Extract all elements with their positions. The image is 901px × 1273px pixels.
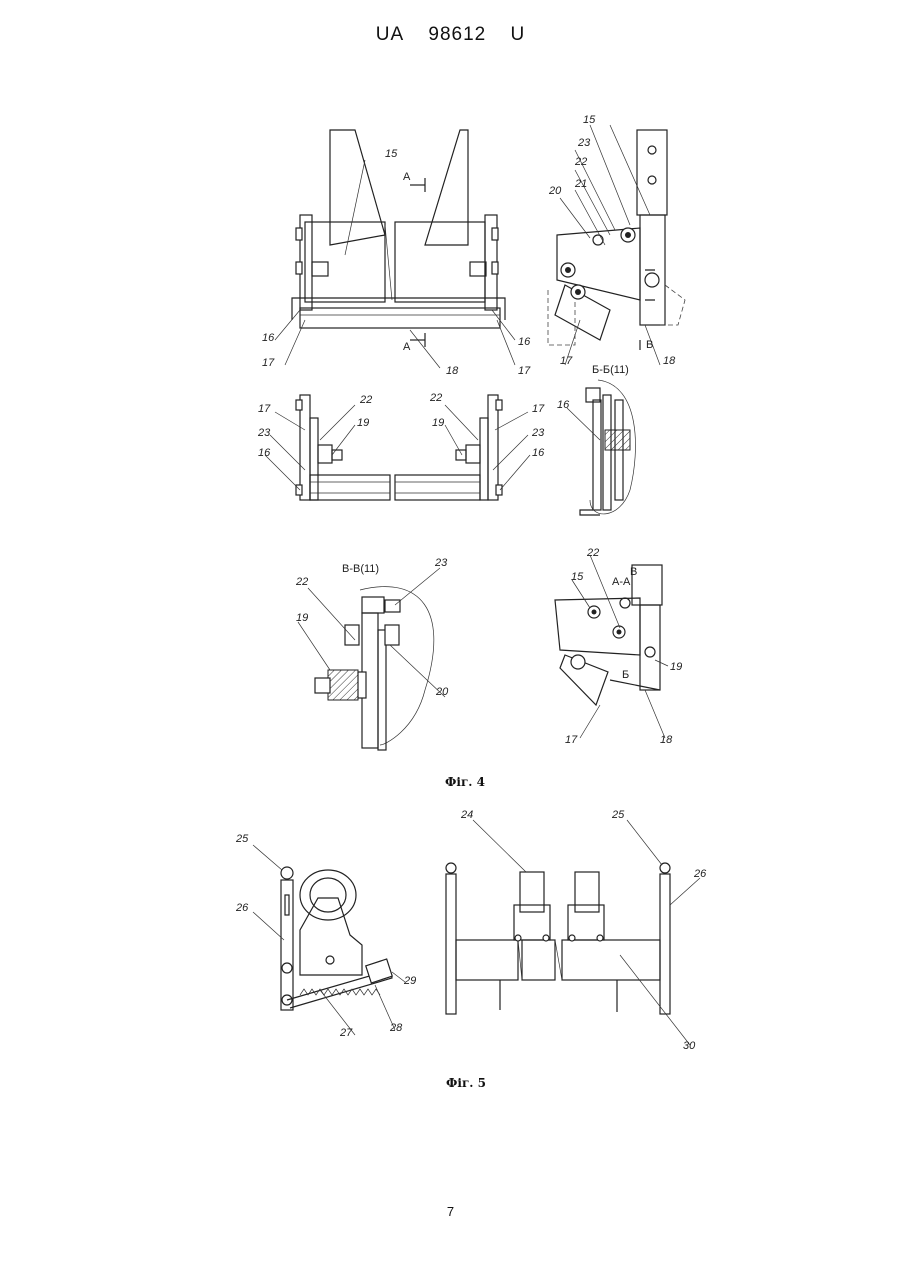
part-label: 20 — [548, 185, 562, 197]
part-label: 16 — [262, 332, 275, 344]
part-label: 18 — [446, 365, 459, 377]
part-label: 19 — [432, 417, 444, 429]
part-label: 17 — [262, 357, 275, 369]
part-label: 15 — [571, 571, 584, 583]
part-label: 22 — [586, 547, 599, 559]
page-number: 7 — [0, 1204, 901, 1219]
part-label: 22 — [429, 392, 442, 404]
part-label: 29 — [403, 975, 416, 987]
section-title: Б-Б(11) — [592, 364, 629, 376]
part-label: 17 — [532, 403, 545, 415]
part-label: 27 — [339, 1027, 353, 1039]
part-label: 15 — [583, 114, 596, 126]
part-label: 19 — [670, 661, 682, 673]
part-label: 24 — [460, 809, 473, 821]
fig4-side-view — [548, 125, 685, 365]
figure-caption: Фіг. 4 — [445, 775, 485, 789]
part-label: 18 — [663, 355, 676, 367]
part-label: 22 — [359, 394, 372, 406]
part-label: 16 — [518, 336, 531, 348]
part-label: 18 — [660, 734, 673, 746]
part-label: 19 — [357, 417, 369, 429]
fig4-section-bb: 16 — [557, 380, 635, 515]
part-label: 17 — [560, 355, 573, 367]
fig5-side-view: 25 26 27 28 29 — [235, 833, 416, 1039]
part-label: 15 — [385, 148, 398, 160]
section-mark: А — [403, 171, 411, 183]
part-label: 25 — [235, 833, 249, 845]
part-label: 17 — [565, 734, 578, 746]
part-label: 17 — [258, 403, 271, 415]
part-label: 16 — [557, 399, 570, 411]
part-label: 28 — [389, 1022, 403, 1034]
fig5-front-view: 24 25 26 30 — [446, 809, 707, 1052]
figure-caption: Фіг. 5 — [446, 1076, 486, 1090]
part-label: 25 — [611, 809, 625, 821]
part-label: 23 — [577, 137, 591, 149]
fig4-section-aa: А-А В Б 22 15 19 17 18 — [555, 547, 682, 746]
part-label: 23 — [434, 557, 448, 569]
part-label: 17 — [518, 365, 531, 377]
part-label: 22 — [295, 576, 308, 588]
part-label: 23 — [257, 427, 271, 439]
part-label: 16 — [532, 447, 545, 459]
part-label: 21 — [574, 178, 587, 190]
fig4-section-vv: В-В(11) 23 22 19 20 — [295, 557, 449, 750]
section-mark: А — [403, 341, 411, 353]
fig4-plan-view — [265, 395, 530, 500]
section-mark: В — [630, 566, 637, 578]
part-label: 16 — [258, 447, 271, 459]
part-label: 26 — [693, 868, 707, 880]
section-mark: Б — [622, 669, 629, 681]
part-label: 30 — [683, 1040, 696, 1052]
section-mark: В — [646, 339, 653, 351]
section-title: В-В(11) — [342, 563, 379, 575]
part-label: 22 — [574, 156, 587, 168]
fig4-side-labels: 15 23 22 21 20 17 18 В Б-Б(11) — [548, 114, 676, 376]
part-label: 23 — [531, 427, 545, 439]
section-title: А-А — [612, 576, 631, 588]
part-label: 26 — [235, 902, 249, 914]
part-label: 19 — [296, 612, 308, 624]
fig4-front-view — [275, 130, 515, 368]
part-label: 20 — [435, 686, 449, 698]
